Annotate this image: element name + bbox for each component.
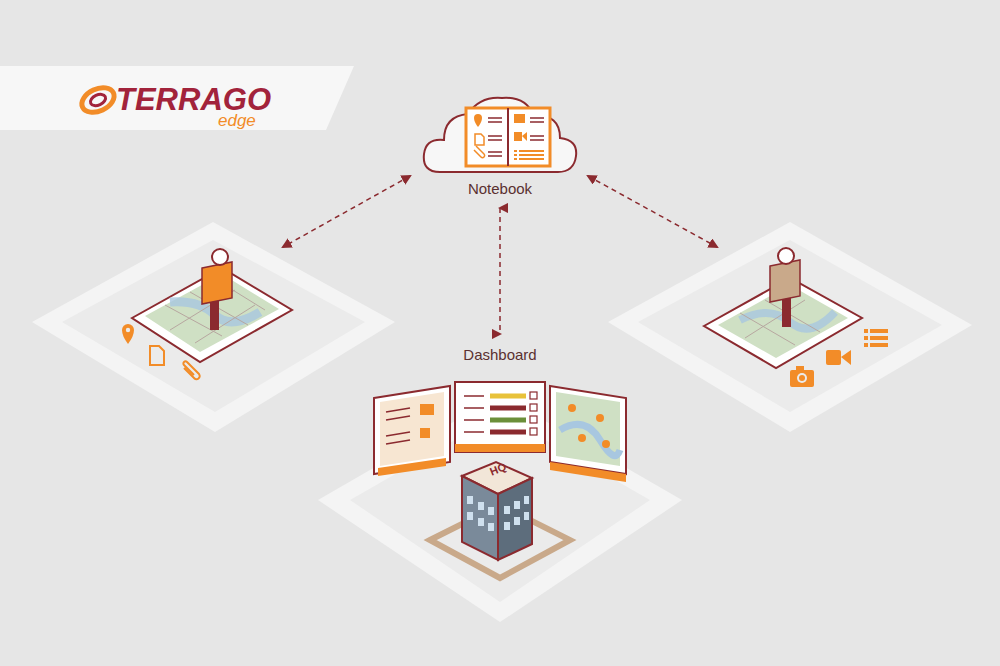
sync-connector bbox=[499, 208, 501, 334]
logo-swoosh bbox=[78, 83, 118, 117]
sync-arrow bbox=[283, 176, 410, 247]
logo-subtitle: edge bbox=[218, 112, 256, 129]
node-label: Dashboard bbox=[310, 346, 690, 363]
hq-building: HQ bbox=[455, 453, 545, 561]
node-label: Notebook bbox=[420, 180, 580, 197]
notebook-cloud: Notebook bbox=[420, 88, 580, 204]
dashboard-platform: DashboardHQ bbox=[310, 338, 690, 630]
logo-wordmark: TERRAGO bbox=[116, 84, 271, 115]
sync-arrow bbox=[588, 176, 717, 247]
phone-platform bbox=[608, 222, 972, 432]
logo-banner bbox=[0, 66, 354, 130]
tablet-platform bbox=[32, 222, 395, 432]
